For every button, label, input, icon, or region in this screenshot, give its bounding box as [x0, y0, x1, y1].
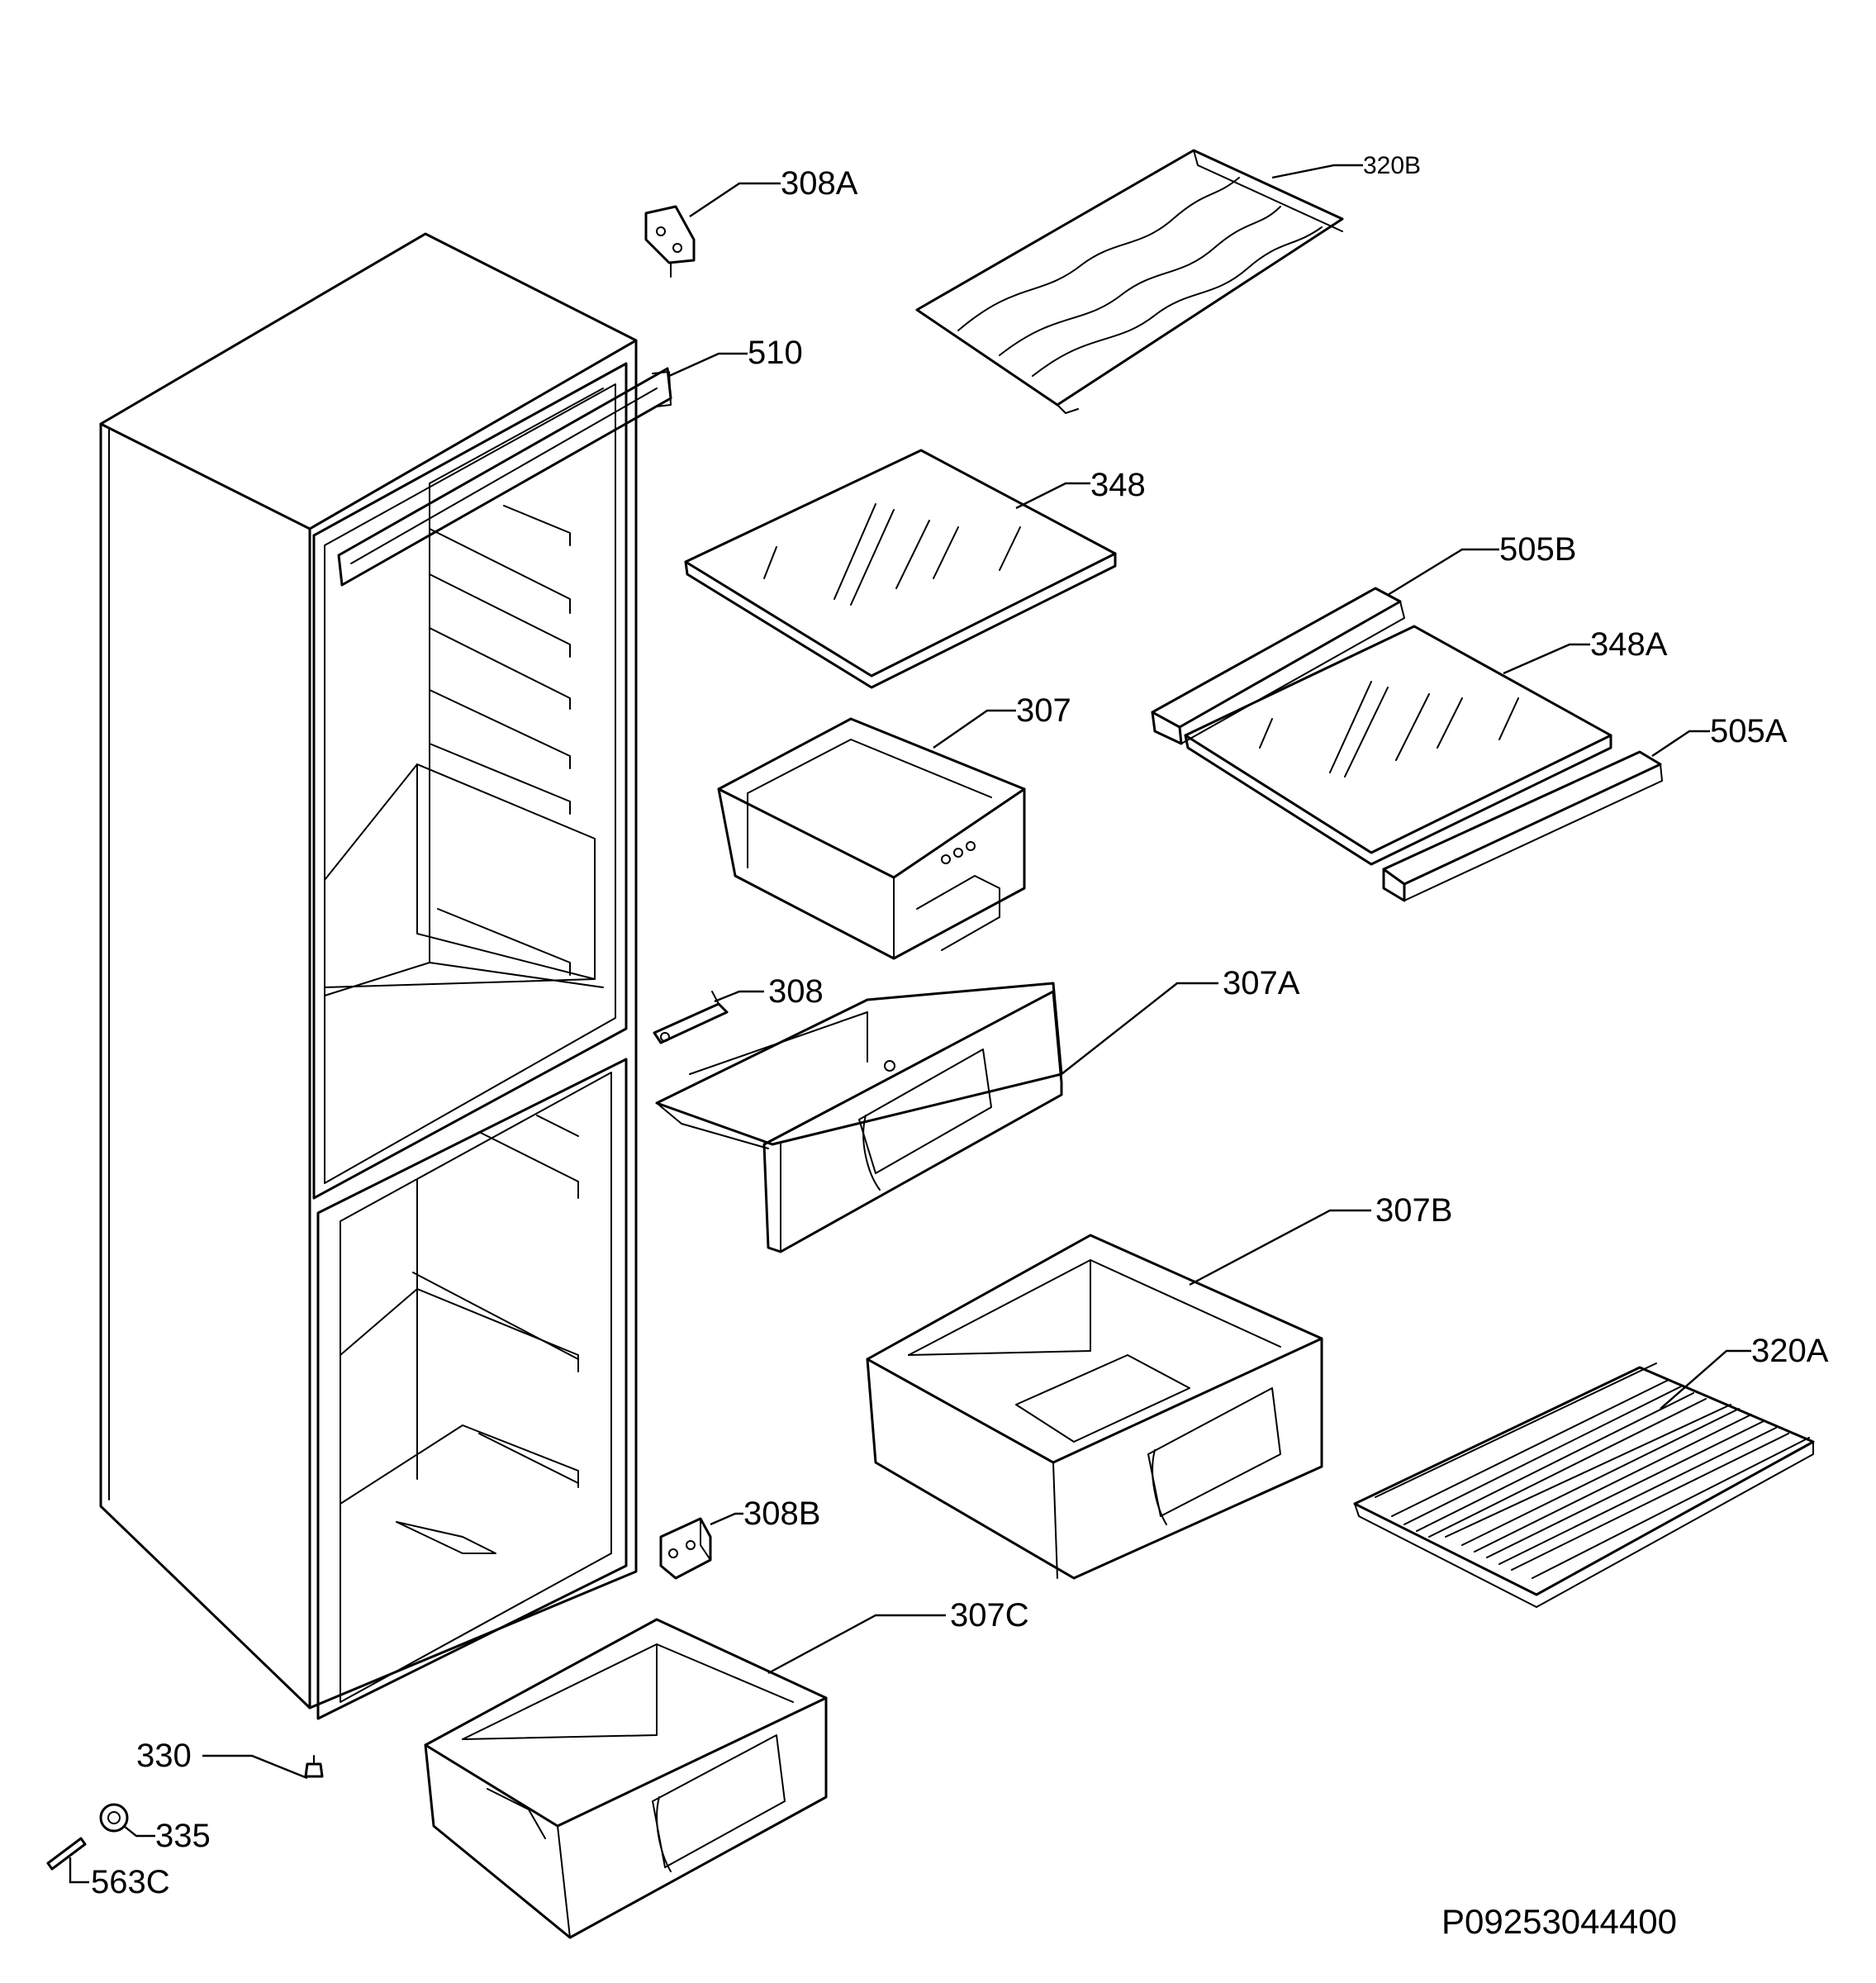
fridge-cabinet [99, 232, 672, 1720]
wire-shelf-320a [1353, 1362, 1815, 1608]
label-320a: 320A [1751, 1333, 1829, 1369]
shelf-trim-505a [1382, 750, 1663, 902]
label-308a: 308A [781, 165, 858, 202]
label-308: 308 [768, 973, 824, 1010]
label-348: 348 [1090, 467, 1146, 503]
lower-hinge-308b [659, 1517, 712, 1580]
foot-330 [304, 1755, 324, 1778]
part-labels: 308A 320B 510 348 505B 348A 307 505A 308… [91, 152, 1829, 1941]
label-307c: 307C [950, 1597, 1029, 1633]
label-563c: 563C [91, 1864, 170, 1900]
label-308b: 308B [743, 1496, 820, 1532]
drawer-307c [424, 1618, 828, 1939]
drawer-307a [655, 982, 1063, 1253]
drawing-number: P09253044400 [1441, 1902, 1677, 1941]
label-307b: 307B [1375, 1192, 1452, 1229]
glass-shelf-348 [684, 449, 1117, 689]
label-320b: 320B [1363, 152, 1421, 179]
label-307: 307 [1016, 692, 1071, 729]
label-505a: 505A [1710, 713, 1788, 749]
drawer-307b [866, 1234, 1323, 1580]
top-hinge-308a [644, 205, 696, 278]
glass-shelf-348a [1184, 625, 1612, 866]
label-330: 330 [136, 1738, 192, 1774]
label-505b: 505B [1499, 531, 1576, 568]
middle-hinge-308 [653, 991, 729, 1044]
shelf-trim-505b [1151, 587, 1405, 745]
leader-lines [69, 164, 1751, 1884]
wine-rack-320b [915, 149, 1344, 414]
label-307a: 307A [1223, 965, 1300, 1001]
washer-335 [99, 1803, 129, 1833]
pin-563c [46, 1837, 87, 1871]
label-335: 335 [155, 1818, 211, 1854]
drawer-307 [717, 717, 1026, 960]
label-510: 510 [748, 335, 803, 371]
label-348a: 348A [1590, 626, 1668, 663]
